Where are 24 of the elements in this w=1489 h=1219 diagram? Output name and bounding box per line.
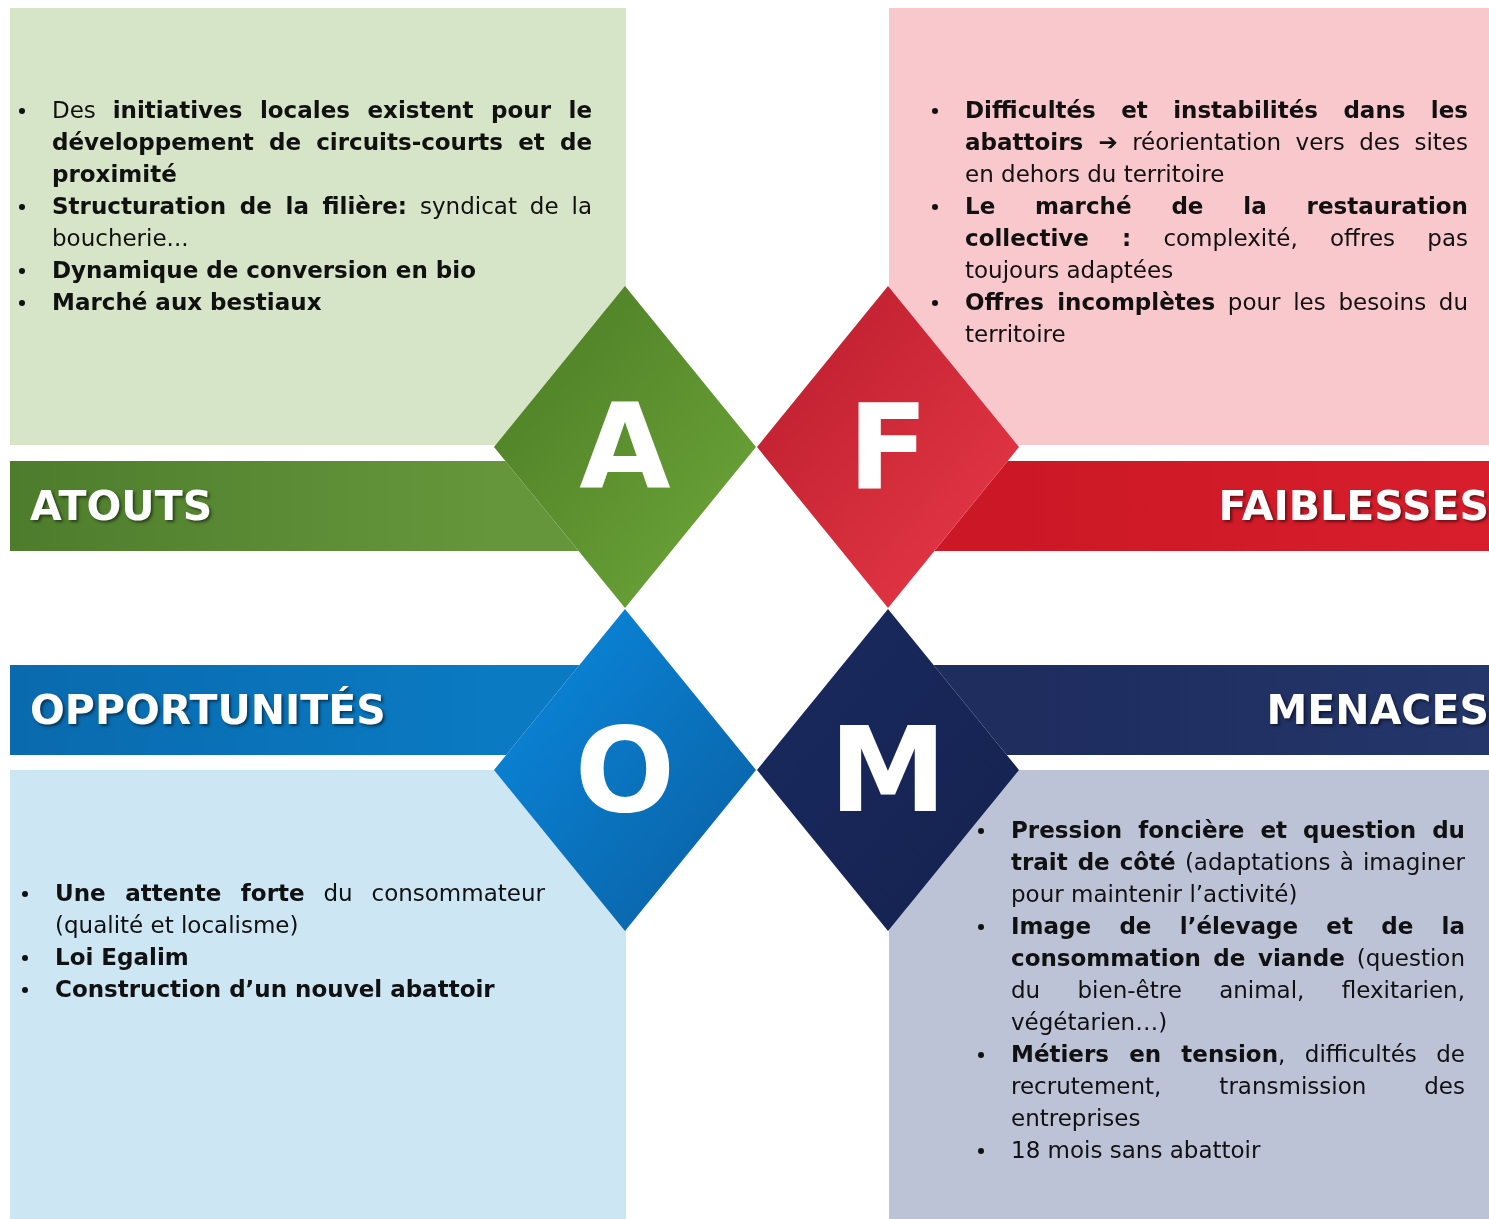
heading-band [1019, 665, 1489, 755]
bullet-text: Marché aux bestiaux [52, 286, 592, 318]
bullet-text: 18 mois sans abattoir [1011, 1134, 1465, 1166]
bullet-text: Une attente forte du consommateur (qualité et localisme) [55, 877, 545, 941]
bullet-text: Pression foncière et question du trait de côté (adaptations à imaginer pour maintenir l’activité) [1011, 814, 1465, 910]
heading-text: OPPORTUNITÉS [30, 686, 386, 734]
bullet-text: Structuration de la filière: syndicat de la boucherie... [52, 190, 592, 254]
bullet-text: Difficultés et instabilités dans les abattoirs ➔ réorientation vers des sites en dehors du territoire [965, 94, 1468, 190]
letter: O [574, 711, 676, 829]
bullet-text: Métiers en tension, difficultés de recrutement, transmission des entreprises [1011, 1038, 1465, 1134]
bullet-text: Image de l’élevage et de la consommation de viande (question du bien-être animal, flexitarien, végétarien…) [1011, 910, 1465, 1038]
heading-band [10, 461, 494, 551]
bullet-text: Construction d’un nouvel abattoir [55, 973, 545, 1005]
heading-text: FAIBLESSES [1218, 482, 1489, 530]
heading-text: ATOUTS [30, 482, 213, 530]
letter: M [829, 711, 947, 829]
letter: F [847, 388, 929, 506]
bullet-text: Offres incomplètes pour les besoins du territoire [965, 286, 1468, 350]
heading-band [1019, 461, 1489, 551]
heading-text: MENACES [1266, 686, 1489, 734]
bullet-text: Loi Egalim [55, 941, 545, 973]
bullet-text: Dynamique de conversion en bio [52, 254, 592, 286]
letter: A [579, 388, 671, 506]
heading-band [10, 665, 494, 755]
